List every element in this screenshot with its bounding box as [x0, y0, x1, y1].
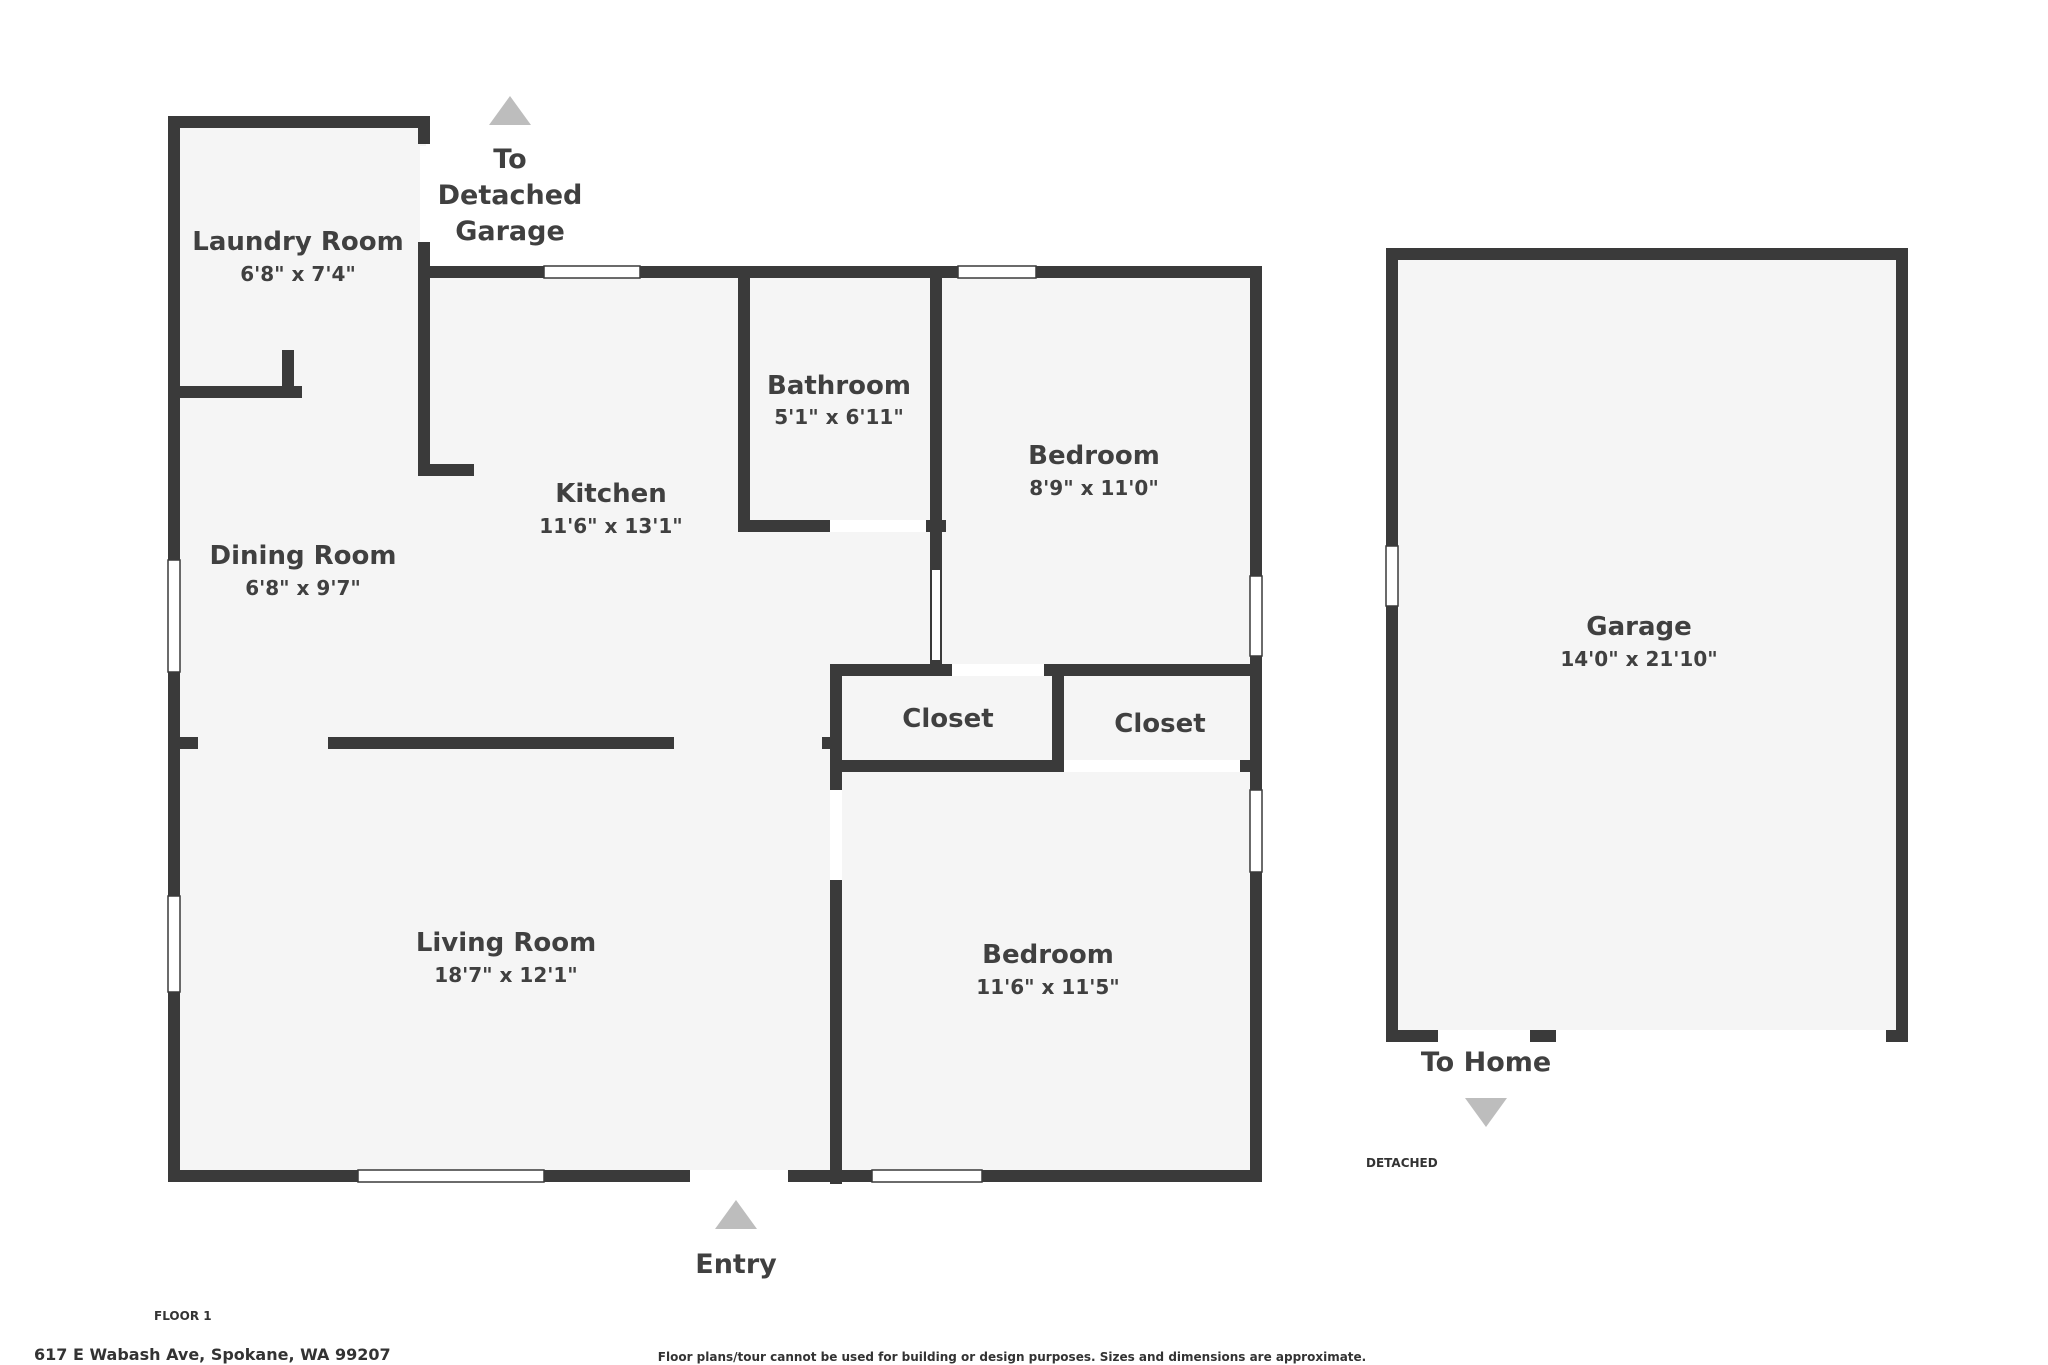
room-laundry: Laundry Room 6'8" x 7'4" [192, 227, 403, 286]
room-label-garage: Garage [1586, 612, 1692, 642]
arrow-down-icon [1465, 1098, 1507, 1127]
room-dimension-kitchen: 11'6" x 13'1" [539, 514, 682, 538]
room-kitchen: Kitchen 11'6" x 13'1" [539, 479, 682, 538]
address-label: 617 E Wabash Ave, Spokane, WA 99207 [34, 1345, 391, 1364]
room-label-closet-2: Closet [1114, 709, 1205, 739]
room-living: Living Room 18'7" x 12'1" [416, 928, 596, 987]
arrow-up-icon [715, 1200, 757, 1229]
marker-garage-line3: Garage [455, 216, 565, 247]
garage-building [1385, 248, 1908, 1042]
room-bedroom-2: Bedroom 11'6" x 11'5" [976, 940, 1119, 999]
marker-to-line1: To [493, 144, 526, 175]
room-label-bedroom-1: Bedroom [1028, 441, 1160, 471]
marker-entry-label: Entry [695, 1249, 777, 1280]
room-closet-1: Closet [902, 704, 993, 734]
room-label-closet-1: Closet [902, 704, 993, 734]
marker-to-home: To Home [1421, 1047, 1551, 1127]
room-dimension-garage: 14'0" x 21'10" [1560, 647, 1717, 671]
room-label-bedroom-2: Bedroom [982, 940, 1114, 970]
room-label-dining: Dining Room [210, 541, 397, 571]
detached-label: DETACHED [1366, 1156, 1438, 1170]
room-garage: Garage 14'0" x 21'10" [1560, 612, 1717, 671]
room-dimension-laundry: 6'8" x 7'4" [240, 262, 356, 286]
room-label-kitchen: Kitchen [555, 479, 667, 509]
room-bathroom: Bathroom 5'1" x 6'11" [767, 371, 911, 429]
room-closet-2: Closet [1114, 709, 1205, 739]
floor-label: FLOOR 1 [154, 1309, 212, 1323]
marker-entry: Entry [695, 1200, 777, 1280]
room-label-bathroom: Bathroom [767, 371, 911, 401]
marker-to-detached-garage: To Detached Garage [438, 96, 583, 247]
room-dimension-dining: 6'8" x 9'7" [245, 576, 361, 600]
main-house [167, 116, 1263, 1184]
room-label-laundry: Laundry Room [192, 227, 403, 257]
room-dining: Dining Room 6'8" x 9'7" [210, 541, 397, 600]
room-dimension-bedroom-2: 11'6" x 11'5" [976, 975, 1119, 999]
marker-detached-line2: Detached [438, 180, 583, 211]
room-dimension-bedroom-1: 8'9" x 11'0" [1029, 476, 1159, 500]
room-dimension-bathroom: 5'1" x 6'11" [774, 405, 904, 429]
marker-to-home-label: To Home [1421, 1047, 1551, 1078]
room-label-living: Living Room [416, 928, 596, 958]
arrow-up-icon [489, 96, 531, 125]
room-bedroom-1: Bedroom 8'9" x 11'0" [1028, 441, 1160, 500]
disclaimer-label: Floor plans/tour cannot be used for buil… [658, 1350, 1366, 1364]
room-dimension-living: 18'7" x 12'1" [434, 963, 577, 987]
